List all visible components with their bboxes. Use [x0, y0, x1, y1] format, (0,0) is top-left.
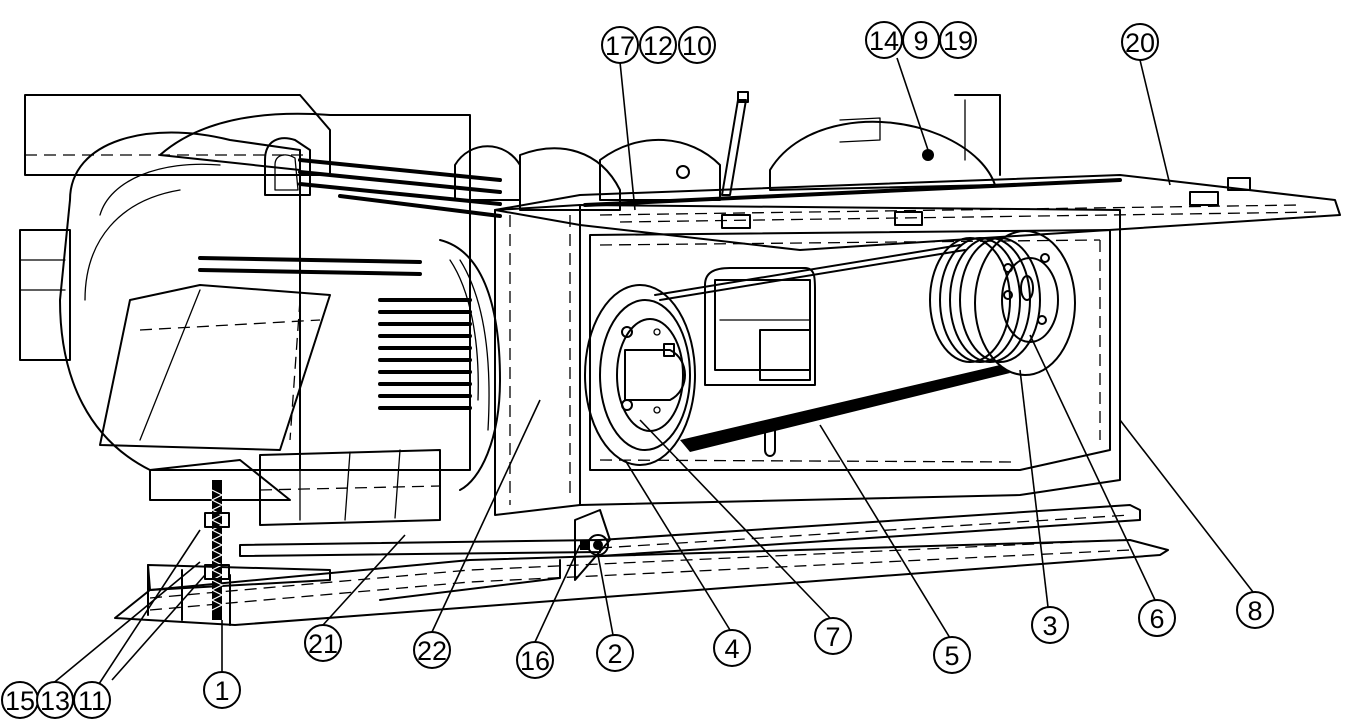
- callout-21: 21: [304, 624, 342, 662]
- blower-sheave: [929, 230, 1076, 376]
- svg-text:7: 7: [825, 622, 840, 652]
- callout-6: 6: [1138, 599, 1176, 637]
- callout-9: 9: [902, 21, 940, 59]
- callout-22: 22: [413, 631, 451, 669]
- svg-text:12: 12: [643, 31, 673, 61]
- callout-5: 5: [933, 636, 971, 674]
- callout-17: 17: [601, 26, 639, 64]
- svg-text:5: 5: [944, 641, 959, 671]
- svg-text:16: 16: [520, 646, 550, 676]
- callout-3: 3: [1031, 606, 1069, 644]
- svg-text:3: 3: [1042, 611, 1057, 641]
- blower-housing: [454, 91, 1001, 211]
- svg-text:4: 4: [724, 634, 739, 664]
- svg-text:21: 21: [308, 629, 338, 659]
- svg-text:10: 10: [682, 31, 712, 61]
- svg-text:9: 9: [913, 26, 928, 56]
- motor-cooling-fins: [198, 158, 502, 410]
- pivot-assembly: [574, 509, 611, 581]
- callout-13: 13: [36, 681, 74, 719]
- svg-text:11: 11: [78, 686, 106, 716]
- motor-sheave: [584, 284, 696, 466]
- guard-cover-panel: [494, 174, 1341, 251]
- callout-8: 8: [1236, 591, 1274, 629]
- callout-15: 15: [1, 681, 39, 719]
- svg-text:14: 14: [869, 26, 899, 56]
- electric-motor: [19, 94, 502, 526]
- tension-adjusting-bolt: [204, 480, 230, 620]
- guard-clips: [721, 177, 1251, 229]
- svg-text:13: 13: [40, 686, 70, 716]
- svg-text:15: 15: [5, 686, 35, 716]
- callout-11: 11: [73, 681, 111, 719]
- callout-16: 16: [516, 641, 554, 679]
- base-frame: [114, 504, 1169, 626]
- svg-text:8: 8: [1247, 596, 1262, 626]
- svg-text:19: 19: [943, 26, 973, 56]
- dipstick: [721, 91, 749, 196]
- callout-20: 20: [1121, 23, 1159, 61]
- svg-text:2: 2: [607, 639, 622, 669]
- callouts: 15 13 11 1 21 22 16 2 4 7 5 3 6 8 17 12 …: [1, 21, 1274, 719]
- callout-10: 10: [678, 26, 716, 64]
- callout-7: 7: [814, 617, 852, 655]
- callout-1: 1: [203, 671, 241, 709]
- svg-text:6: 6: [1149, 604, 1164, 634]
- blower-mount-bracket: [704, 267, 816, 457]
- callout-19: 19: [939, 21, 977, 59]
- callout-2: 2: [596, 634, 634, 672]
- svg-text:20: 20: [1125, 28, 1155, 58]
- callout-4: 4: [713, 629, 751, 667]
- leader-lines: [44, 57, 1254, 691]
- callout-12: 12: [639, 26, 677, 64]
- svg-text:22: 22: [417, 636, 447, 666]
- svg-text:1: 1: [214, 676, 229, 706]
- svg-text:17: 17: [605, 31, 635, 61]
- callout-14: 14: [865, 21, 903, 59]
